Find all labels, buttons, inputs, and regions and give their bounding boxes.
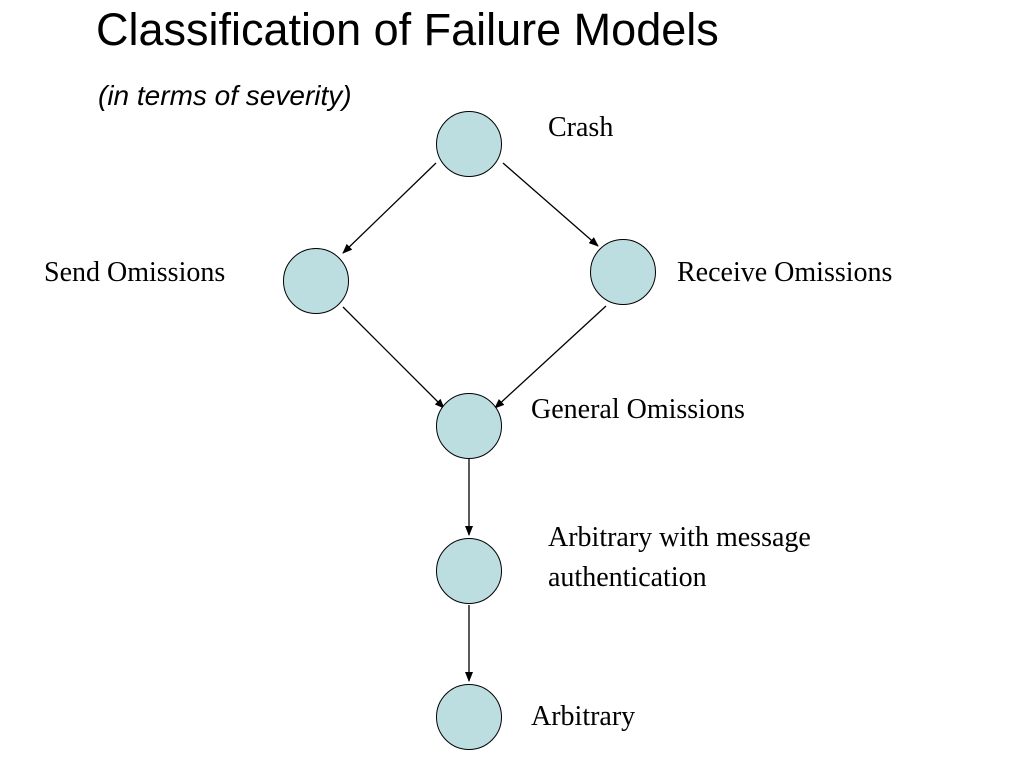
label-receive-omissions: Receive Omissions [677,257,893,288]
label-send-omissions: Send Omissions [44,257,226,288]
label-crash: Crash [548,112,614,143]
label-arbitrary-with-auth-line2: authentication [548,562,707,593]
label-general-omissions: General Omissions [531,394,745,425]
slide-subtitle: (in terms of severity) [98,80,352,111]
edge-send-to-general-omissions [342,306,445,409]
node-receive-omissions [590,239,656,305]
label-arbitrary-with-auth-line1: Arbitrary with message [548,522,811,553]
slide-title: Classification of Failure Models [96,4,719,55]
node-general-omissions [436,393,502,459]
edge-crash-to-send-omissions [342,162,437,254]
label-arbitrary: Arbitrary [531,701,636,732]
edge-receive-to-general-omissions [494,305,607,409]
node-send-omissions [283,248,349,314]
node-arbitrary [436,684,502,750]
node-arbitrary-with-auth [436,538,502,604]
node-crash [436,111,502,177]
edge-crash-to-receive-omissions [502,162,599,247]
